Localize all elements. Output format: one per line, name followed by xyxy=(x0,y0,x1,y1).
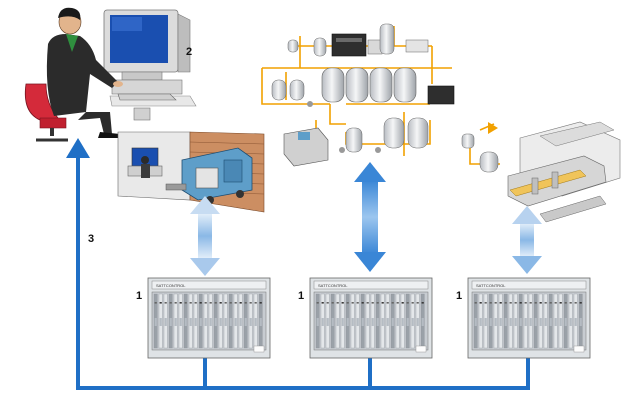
operator-station xyxy=(24,7,197,142)
keyboard xyxy=(117,93,177,101)
controller-rack-right: SATTCONTROL xyxy=(467,277,591,359)
network-arrowhead xyxy=(66,138,90,158)
controller-rack-center: SATTCONTROL xyxy=(309,277,433,359)
production-line-scene xyxy=(461,121,621,223)
controller-label-left: 1 xyxy=(136,290,143,302)
control-room-scene xyxy=(117,131,265,213)
operator-person xyxy=(46,7,123,138)
rack-brand-text: SATTCONTROL xyxy=(318,283,348,288)
link-arrow-right xyxy=(512,206,542,274)
controller-label-right: 1 xyxy=(456,290,463,302)
network-bus xyxy=(66,138,530,390)
link-arrow-left xyxy=(190,196,220,276)
link-arrow-center xyxy=(354,162,386,272)
process-equipment xyxy=(271,23,455,167)
monitor xyxy=(103,9,191,81)
controller-label-center: 1 xyxy=(298,290,305,302)
chair xyxy=(24,83,68,142)
controller-rack-left: SATTCONTROL xyxy=(147,277,271,359)
network-label: 3 xyxy=(88,233,95,245)
rack-brand-text: SATTCONTROL xyxy=(156,283,186,288)
rack-brand-text: SATTCONTROL xyxy=(476,283,506,288)
operator-station-label: 2 xyxy=(186,46,193,58)
